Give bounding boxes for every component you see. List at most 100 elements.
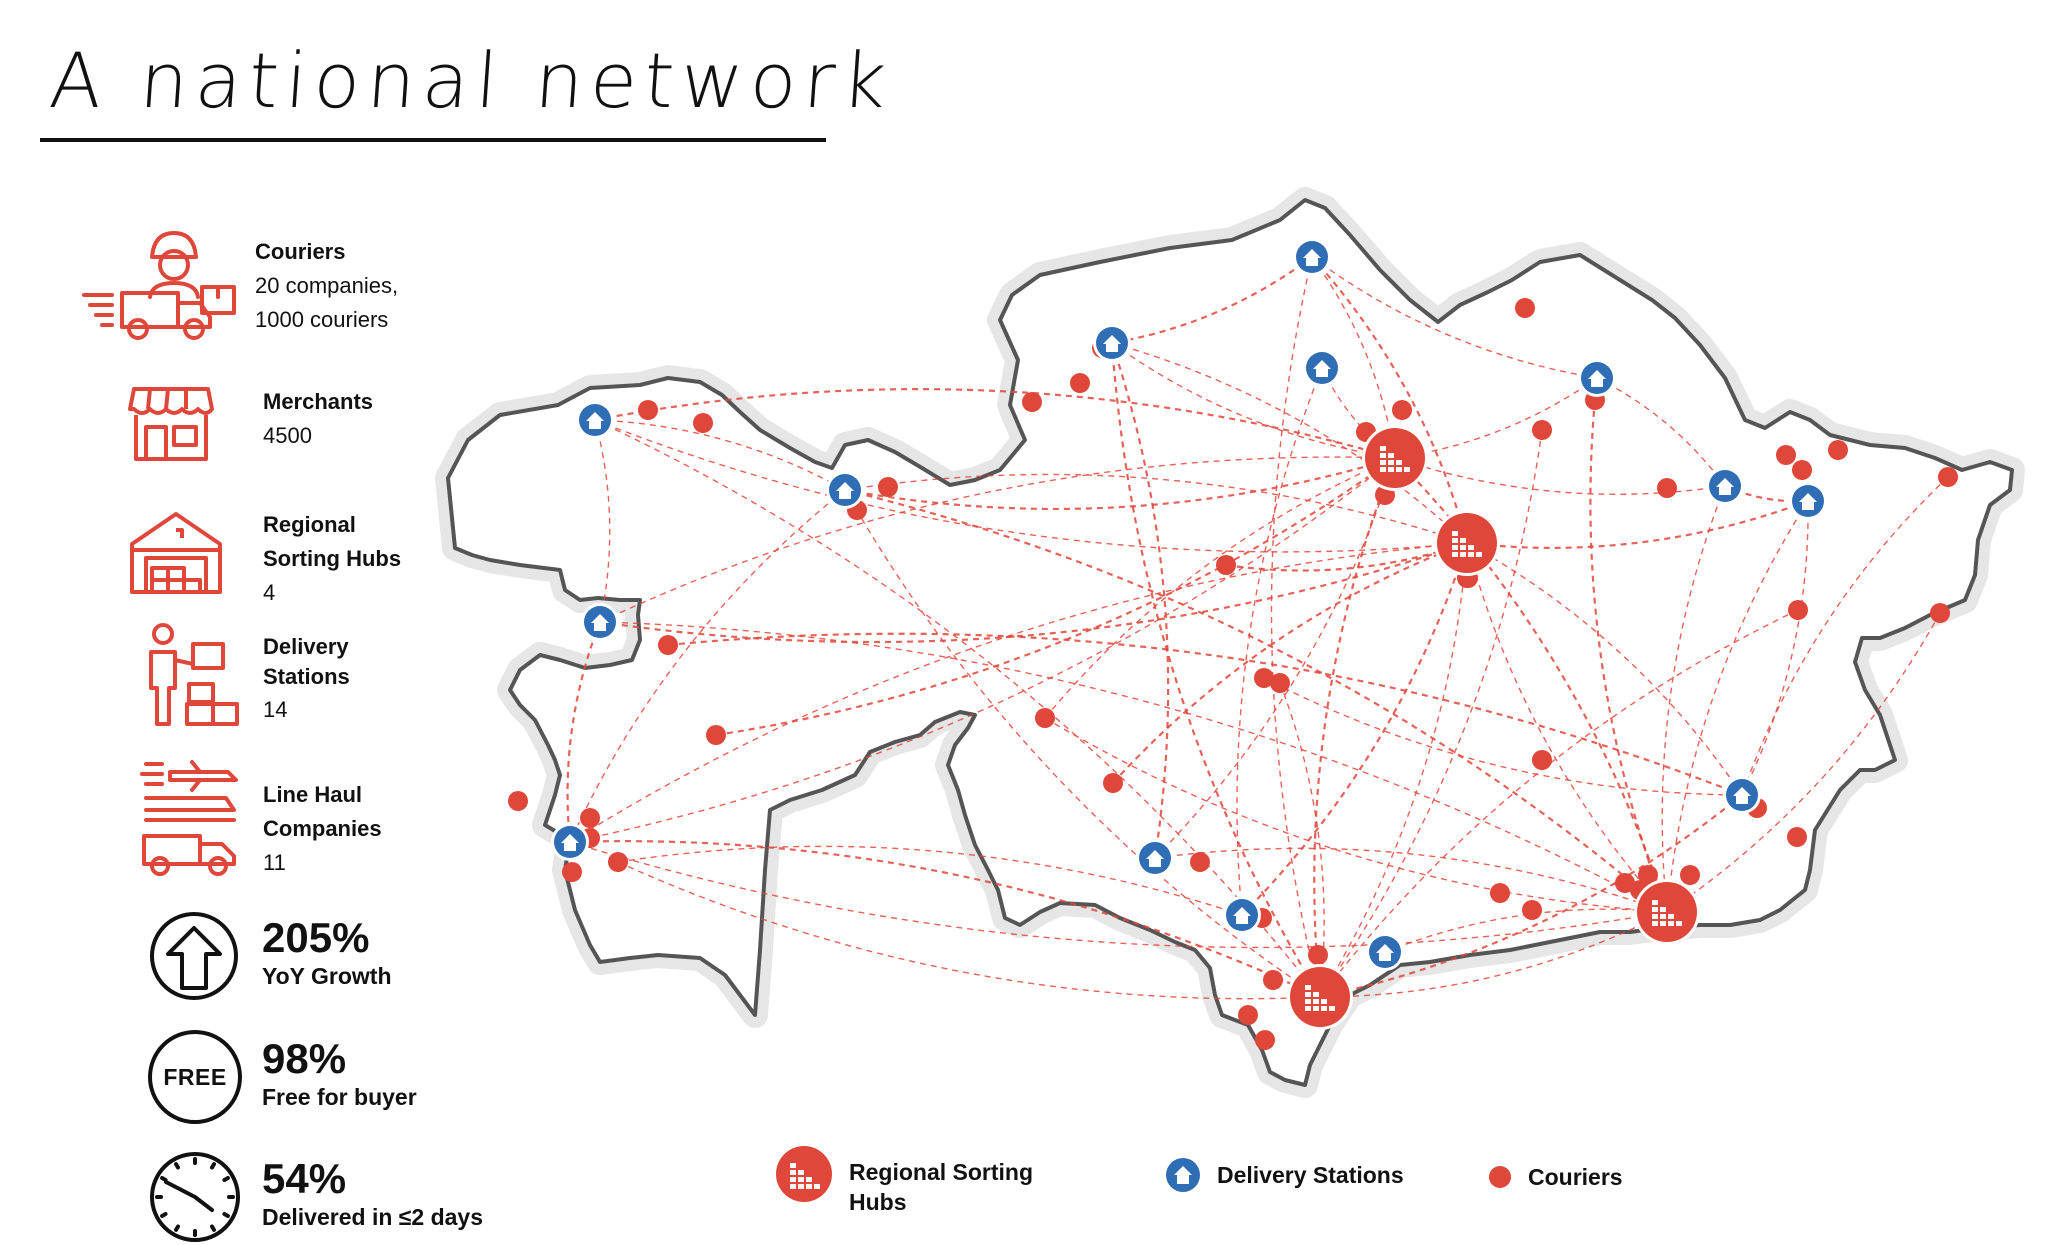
house-icon <box>1733 787 1751 804</box>
delivery-station-marker <box>551 823 589 861</box>
courier-dot <box>1792 460 1812 480</box>
courier-dot <box>658 635 678 655</box>
courier-dot <box>878 477 898 497</box>
route-line <box>1270 256 1321 998</box>
courier-dot <box>1638 865 1658 885</box>
courier-dot <box>1522 900 1542 920</box>
delivery-station-marker <box>826 471 864 509</box>
route-line <box>1044 717 1668 913</box>
courier-dot <box>1615 873 1635 893</box>
route-line <box>1394 457 1726 495</box>
sorting-hub-icon <box>776 1146 832 1202</box>
legend-delivery-stations: Delivery Stations <box>1165 1157 1404 1193</box>
route-line <box>1661 485 1726 913</box>
house-icon <box>1303 249 1321 266</box>
courier-dot <box>693 413 713 433</box>
route-line <box>1111 342 1396 459</box>
sorting-hub-marker <box>1287 964 1353 1030</box>
delivery-person-icon <box>149 623 239 726</box>
legend-label: Hubs <box>849 1189 907 1215</box>
courier-dot <box>1532 750 1552 770</box>
up-arrow-circle-icon <box>150 912 238 1000</box>
delivery-station-marker <box>1723 776 1761 814</box>
courier-dot <box>1392 400 1412 420</box>
courier-dot <box>1776 445 1796 465</box>
courier-dot <box>508 791 528 811</box>
route-line <box>569 840 1321 998</box>
route-line <box>1044 457 1396 719</box>
legend-label: Regional Sorting <box>849 1159 1033 1185</box>
courier-dot <box>1787 827 1807 847</box>
courier-dot <box>1254 668 1274 688</box>
house-icon <box>836 482 854 499</box>
kpi-value: 98% <box>262 1035 347 1082</box>
country-outline <box>446 198 2014 1087</box>
stat-label: Sorting Hubs <box>263 546 402 571</box>
route-line <box>566 621 602 843</box>
title-underline <box>40 138 826 142</box>
delivery-station-marker <box>576 401 614 439</box>
delivery-station-marker <box>1303 349 1341 387</box>
route-line <box>1110 342 1321 998</box>
courier-dot <box>1938 467 1958 487</box>
courier-dot <box>1238 1005 1258 1025</box>
courier-dot <box>1070 373 1090 393</box>
route-line <box>844 456 1396 511</box>
route-line <box>617 861 1321 1000</box>
route-line <box>1741 476 1949 796</box>
stat-line-haul: Line Haul Companies 11 <box>263 778 382 880</box>
stat-value: 11 <box>263 850 286 875</box>
house-icon <box>1146 850 1164 867</box>
house-icon <box>1716 478 1734 495</box>
route-line <box>599 621 1668 913</box>
stat-value: 4 <box>263 580 276 605</box>
delivery-station-marker <box>1706 467 1744 505</box>
kpi-free: 98% Free for buyer <box>262 1036 417 1112</box>
courier-dot <box>1190 852 1210 872</box>
stat-label: Delivery <box>263 634 349 659</box>
delivery-station-marker <box>1093 324 1131 362</box>
route-line <box>844 489 1321 998</box>
courier-dot <box>1930 603 1950 623</box>
page-title: A national network <box>46 36 897 125</box>
route-line <box>1319 911 1668 998</box>
stat-label: Regional <box>263 512 356 537</box>
route-line <box>1741 500 1809 796</box>
route-line <box>594 419 611 623</box>
legend-couriers: Couriers <box>1488 1162 1623 1192</box>
stat-label: Companies <box>263 816 382 841</box>
courier-dot <box>1216 555 1236 575</box>
house-icon <box>1588 370 1606 387</box>
route-line <box>1236 367 1323 916</box>
route-line <box>844 473 1468 544</box>
stat-label: Stations <box>263 664 350 689</box>
route-line <box>1589 377 1669 913</box>
sorting-hub-marker <box>1634 879 1700 945</box>
kpi-value: 54% <box>262 1155 347 1202</box>
stat-label: Line Haul <box>263 782 363 807</box>
delivery-station-marker <box>1293 238 1331 276</box>
kpi-growth: 205% YoY Growth <box>262 915 392 991</box>
route-line <box>599 456 1396 623</box>
delivery-station-icon <box>1166 1158 1200 1192</box>
stat-couriers: Couriers 20 companies, 1000 couriers <box>255 235 398 337</box>
line-haul-icon <box>140 760 238 876</box>
sorting-hub-markers <box>1287 425 1700 1030</box>
route-line <box>569 489 846 843</box>
kpi-label: YoY Growth <box>262 963 392 989</box>
courier-dot <box>1490 883 1510 903</box>
legend-label: Couriers <box>1528 1164 1623 1190</box>
courier-dot <box>608 852 628 872</box>
route-line <box>569 542 1468 843</box>
courier-dot <box>1680 865 1700 885</box>
courier-dots <box>508 298 1958 1050</box>
courier-dot <box>1515 298 1535 318</box>
courier-dot <box>1022 392 1042 412</box>
sorting-hub-marker <box>1434 510 1500 576</box>
route-line <box>1596 377 1726 487</box>
route-line <box>594 419 846 491</box>
courier-icon <box>82 231 236 340</box>
stat-sorting-hubs: Regional Sorting Hubs 4 <box>263 508 401 610</box>
route-line <box>1112 541 1468 784</box>
courier-dot <box>562 862 582 882</box>
